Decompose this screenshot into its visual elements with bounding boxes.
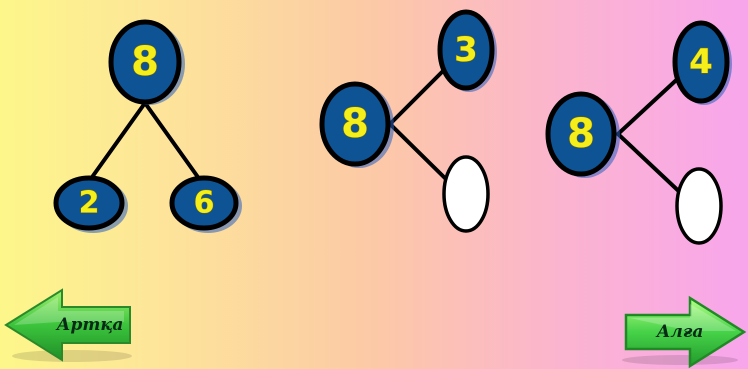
whole-number: 8 xyxy=(341,101,369,147)
bond-line xyxy=(143,101,202,182)
number-bond-3: 8 4 xyxy=(545,20,732,245)
part-number-left: 2 xyxy=(79,186,100,221)
whole-number: 8 xyxy=(567,111,595,157)
empty-answer-circle[interactable] xyxy=(442,155,490,233)
bond-line xyxy=(88,101,147,182)
bond-line xyxy=(388,60,454,126)
back-button-label: Артқа xyxy=(55,315,124,335)
empty-answer-circle[interactable] xyxy=(675,167,723,245)
part-circle-upper xyxy=(672,20,730,104)
part-number-upper: 3 xyxy=(454,30,478,70)
left-arrow-icon xyxy=(4,288,131,362)
number-bond-2: 8 3 xyxy=(319,9,497,233)
number-bond-1: 8 2 6 xyxy=(53,19,242,233)
next-button-label: Алға xyxy=(655,322,704,342)
back-button[interactable]: Артқа xyxy=(4,288,132,362)
whole-circle xyxy=(545,91,617,177)
next-button[interactable]: Алға xyxy=(622,295,747,369)
bond-line xyxy=(388,122,454,187)
whole-circle xyxy=(108,19,182,105)
part-number-upper: 4 xyxy=(689,42,713,82)
part-circle-upper xyxy=(437,9,495,91)
part-circle-right xyxy=(169,175,239,231)
part-number-right: 6 xyxy=(194,186,215,221)
whole-circle xyxy=(319,81,391,167)
bond-line xyxy=(616,70,687,136)
bond-line xyxy=(616,132,687,199)
whole-number: 8 xyxy=(131,39,159,85)
right-arrow-icon xyxy=(624,295,747,369)
part-circle-left xyxy=(53,175,125,231)
